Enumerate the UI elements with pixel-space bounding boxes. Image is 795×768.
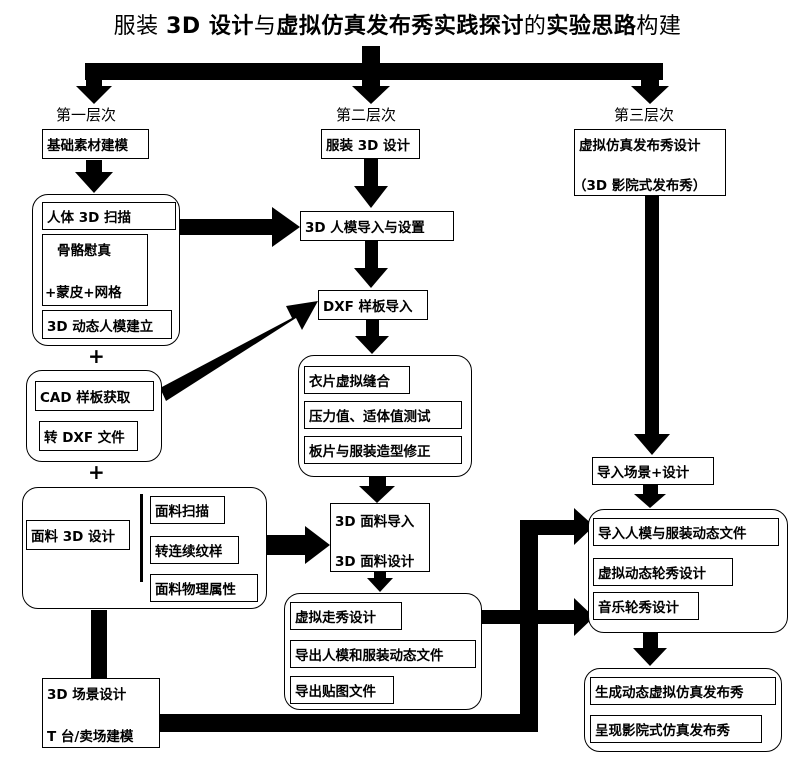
arrow-col3-2 xyxy=(634,485,666,508)
level-2-label: 第二层次 xyxy=(336,106,397,124)
level-1-label: 第一层次 xyxy=(56,106,117,124)
arrow-cad-to-dxf xyxy=(160,301,318,401)
node-fabric-physics: 面料物理属性 xyxy=(150,574,258,602)
node-rotation-design: 虚拟动态轮秀设计 xyxy=(593,558,733,586)
node-scene-import: 导入场景+设计 xyxy=(592,457,714,485)
arrow-col2-3 xyxy=(355,320,389,354)
route-from-scene xyxy=(160,714,538,732)
node-cad-pattern: CAD 样板获取 xyxy=(35,381,154,411)
arrow-col1-top xyxy=(75,160,113,193)
scene-design-text: 3D 场景设计 xyxy=(47,687,127,703)
node-3d-scene: 3D 场景设计 T 台/卖场建模 xyxy=(42,678,160,748)
plus-connector-2: + xyxy=(88,460,105,484)
arrow-to-level2 xyxy=(352,80,390,104)
node-fabric-3d: 面料 3D 设计 xyxy=(26,520,130,550)
fabric-design-text: 3D 面料设计 xyxy=(335,554,415,570)
node-virtual-sewing: 衣片虚拟缝合 xyxy=(304,366,410,394)
arrow-fabric-to-fabric3d xyxy=(264,526,330,564)
node-fabric-scan: 面料扫描 xyxy=(150,496,225,524)
cinema-show-text: （3D 影院式发布秀） xyxy=(573,178,707,194)
arrow-to-level3 xyxy=(631,80,669,104)
arrow-col3-3 xyxy=(633,633,667,666)
node-continuous-pattern: 转连续纹样 xyxy=(150,536,239,564)
arrow-col3-1 xyxy=(634,195,670,455)
connector-col1-bottom xyxy=(91,610,107,678)
node-cinema-show: 呈现影院式仿真发布秀 xyxy=(590,715,762,743)
node-import-dynamic: 导入人模与服装动态文件 xyxy=(593,518,779,546)
arrow-col2-5 xyxy=(367,572,393,592)
node-body-scan: 人体 3D 扫描 xyxy=(42,202,176,230)
arrow-col2-1 xyxy=(354,159,388,208)
node-show-design: 虚拟仿真发布秀设计 （3D 影院式发布秀） xyxy=(573,129,726,196)
node-pattern-correction: 板片与服装造型修正 xyxy=(304,436,462,464)
arrow-body-to-import xyxy=(178,207,300,247)
top-bus-stem xyxy=(362,46,380,70)
node-model-import: 3D 人模导入与设置 xyxy=(300,211,454,241)
node-to-dxf: 转 DXF 文件 xyxy=(39,421,138,451)
arrow-col2-2 xyxy=(354,240,388,288)
show-design-text: 虚拟仿真发布秀设计 xyxy=(579,138,701,154)
route-vertical xyxy=(520,520,538,725)
node-dynamic-model: 3D 动态人模建立 xyxy=(42,310,172,339)
fabric-import-text: 3D 面料导入 xyxy=(335,514,415,530)
node-basic-modeling: 基础素材建模 xyxy=(42,129,149,159)
node-dxf-import: DXF 样板导入 xyxy=(318,290,428,320)
arrow-col2-4 xyxy=(359,473,395,503)
plus-connector-1: + xyxy=(88,344,105,368)
page-title: 服装 3D 设计与虚拟仿真发布秀实践探讨的实验思路构建 xyxy=(113,14,682,39)
arrow-to-level1 xyxy=(76,80,112,104)
node-walk-design: 虚拟走秀设计 xyxy=(290,602,402,630)
skin-mesh-text: +蒙皮+网格 xyxy=(45,285,122,301)
node-garment-3d: 服装 3D 设计 xyxy=(321,129,420,159)
node-music-design: 音乐轮秀设计 xyxy=(593,592,699,620)
fabric-divider xyxy=(140,494,143,582)
top-bus-bar xyxy=(85,63,663,80)
skeleton-text: 骨骼慰真 xyxy=(57,243,111,259)
node-skeleton-skin: 骨骼慰真 +蒙皮+网格 xyxy=(42,234,148,306)
stage-modeling-text: T 台/卖场建模 xyxy=(47,729,134,745)
arrow-route-to-import xyxy=(520,508,594,545)
node-export-dynamic: 导出人模和服装动态文件 xyxy=(290,640,476,668)
node-generate-show: 生成动态虚拟仿真发布秀 xyxy=(590,677,776,705)
node-pressure-test: 压力值、适体值测试 xyxy=(304,401,462,429)
node-fabric-import: 3D 面料导入 3D 面料设计 xyxy=(330,503,430,572)
level-3-label: 第三层次 xyxy=(614,106,675,124)
node-export-texture: 导出贴图文件 xyxy=(290,676,394,704)
